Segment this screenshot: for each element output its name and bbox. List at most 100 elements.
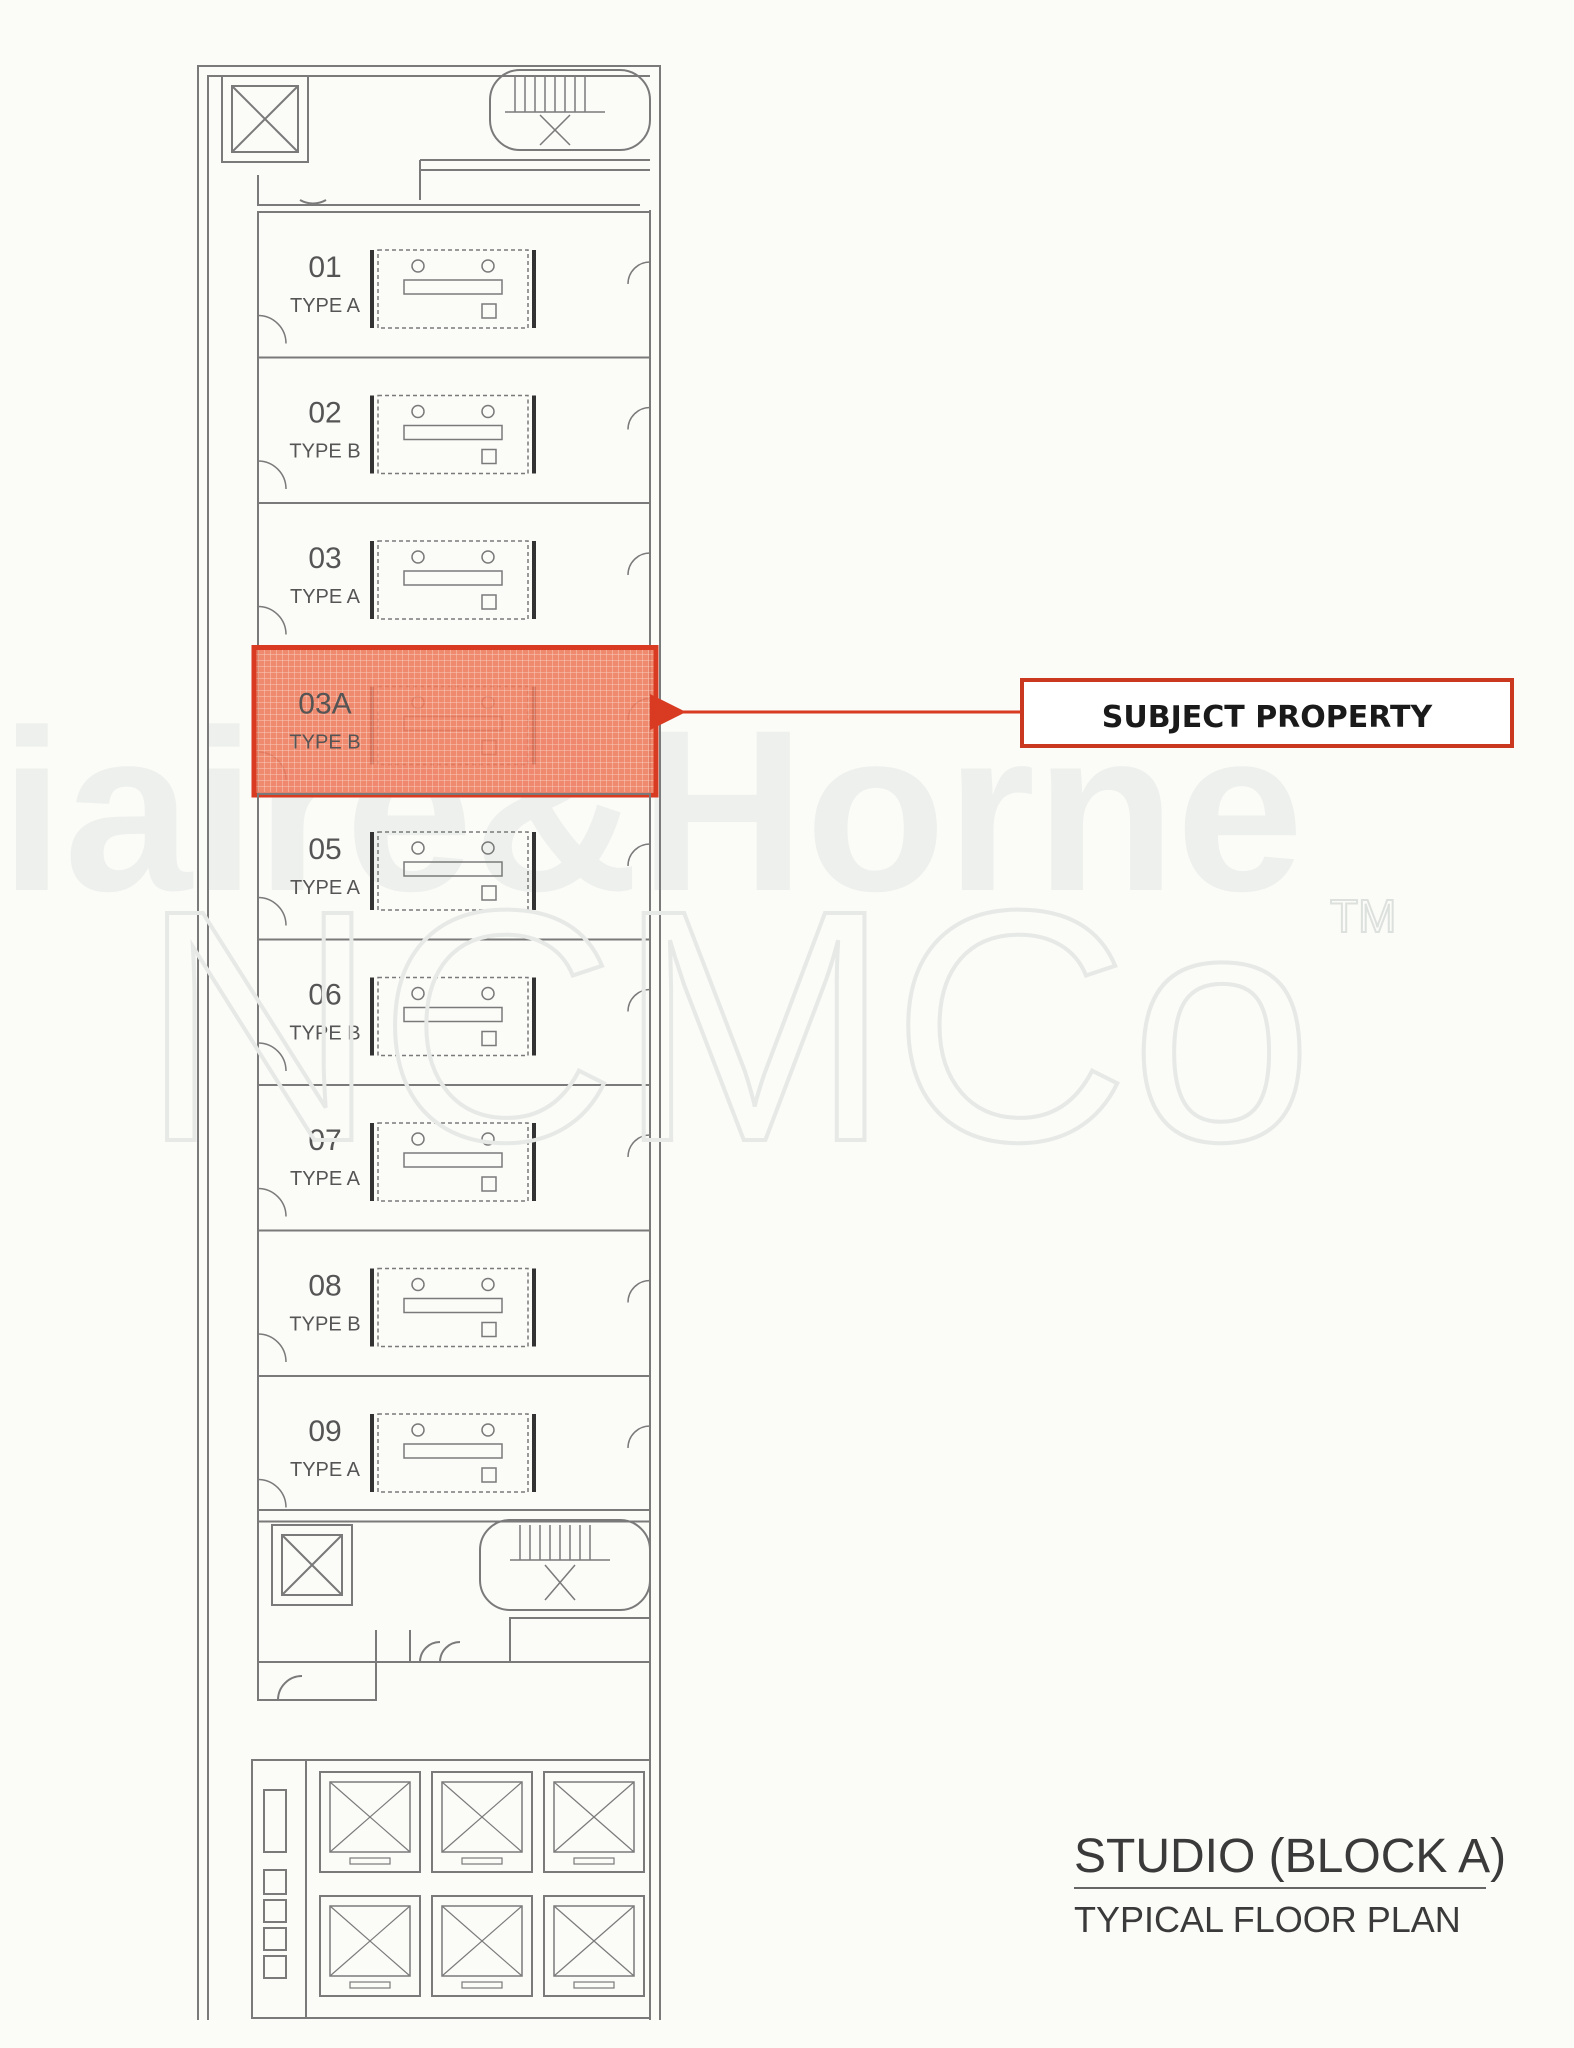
basin-symbol [481, 986, 495, 1001]
shower-symbol [481, 448, 497, 465]
door-swing [257, 314, 287, 344]
callout-label: SUBJECT PROPERTY [1102, 700, 1434, 735]
unit-type: TYPE A [290, 1459, 361, 1481]
toilet-symbol [411, 550, 425, 564]
unit-number: 02 [308, 397, 341, 430]
bathroom-block [377, 1413, 529, 1493]
svg-text:TM: TM [1330, 890, 1396, 942]
lift-car [319, 1771, 421, 1873]
window-swing [627, 1425, 651, 1449]
basin-symbol [481, 1132, 495, 1146]
callout-box [1020, 678, 1514, 748]
door-swing [257, 1333, 287, 1363]
unit-outline [257, 1229, 651, 1377]
unit-number: 03 [308, 542, 341, 575]
basin-symbol [481, 404, 495, 419]
unit-number: 09 [308, 1415, 341, 1448]
subject-property-callout: SUBJECT PROPERTY [650, 678, 1514, 748]
subject-unit-highlight [251, 645, 659, 798]
shower-symbol [481, 885, 497, 901]
unit-number: 08 [308, 1270, 341, 1303]
unit-type: TYPE B [289, 732, 360, 754]
unit-type: TYPE B [289, 1314, 360, 1336]
unit-type: TYPE B [289, 1023, 360, 1045]
bottom-stair-lift-core [257, 1509, 651, 1701]
lift-car [431, 1771, 533, 1873]
door-swing [257, 605, 287, 635]
unit-number: 05 [308, 833, 341, 866]
vanity-counter [403, 570, 503, 586]
plan-title: STUDIO (BLOCK A) [1074, 1830, 1506, 1883]
window-swing [627, 1134, 651, 1158]
basin-symbol [481, 550, 495, 564]
unit-type: TYPE A [290, 1168, 361, 1190]
unit-outline [257, 211, 651, 359]
ncmco-watermark: NCMCo TM [138, 839, 1397, 1212]
basin-symbol [481, 841, 495, 855]
shower-symbol [481, 1467, 497, 1483]
toilet-symbol [411, 841, 425, 855]
toilet-symbol [411, 404, 425, 419]
lift-car [543, 1895, 645, 1997]
unit-number: 01 [308, 251, 341, 284]
vanity-counter [403, 424, 503, 441]
bathroom-block [377, 976, 529, 1057]
vanity-counter [403, 1297, 503, 1314]
vanity-counter [403, 1152, 503, 1168]
toilet-symbol [411, 1277, 425, 1292]
unit-outline [257, 356, 651, 504]
door-swing [257, 460, 287, 490]
shower-symbol [481, 1321, 497, 1338]
window-swing [627, 261, 651, 285]
window-swing [627, 843, 651, 867]
lift-bank [251, 1759, 651, 2019]
window-swing [627, 406, 651, 430]
lift-car [543, 1771, 645, 1873]
bathroom-block [377, 831, 529, 911]
door-swing [257, 1478, 287, 1508]
vanity-counter [403, 861, 503, 877]
window-swing [627, 552, 651, 576]
shower-symbol [481, 303, 497, 319]
unit-type: TYPE A [290, 877, 361, 899]
unit-type: TYPE A [290, 586, 361, 608]
unit-number: 07 [308, 1124, 341, 1157]
bathroom-block [377, 1122, 529, 1202]
unit-type: TYPE B [289, 441, 360, 463]
door-swing [257, 1187, 287, 1217]
unit-number: 03A [298, 688, 351, 721]
shower-symbol [481, 1176, 497, 1192]
basin-symbol [481, 259, 495, 273]
door-swing [257, 1042, 287, 1072]
bathroom-block [377, 394, 529, 475]
vanity-counter [403, 1006, 503, 1023]
svg-text:NCMCo: NCMCo [140, 841, 1313, 1210]
unit-outline [257, 1375, 651, 1523]
basin-symbol [481, 1277, 495, 1292]
window-swing [627, 1279, 651, 1303]
lift-car [319, 1895, 421, 1997]
unit-number: 06 [308, 979, 341, 1012]
basin-symbol [481, 1423, 495, 1437]
shower-symbol [481, 1030, 497, 1047]
bathroom-block [377, 249, 529, 329]
toilet-symbol [411, 259, 425, 273]
bathroom-block [377, 1267, 529, 1348]
toilet-symbol [411, 986, 425, 1001]
door-swing [257, 896, 287, 926]
lift-car [431, 1895, 533, 1997]
unit-type: TYPE A [290, 295, 361, 317]
unit-03A[interactable]: 03A TYPE B [251, 645, 659, 798]
unit-outline [257, 502, 651, 650]
plan-subtitle: TYPICAL FLOOR PLAN [1074, 1899, 1461, 1940]
vanity-counter [403, 1443, 503, 1459]
